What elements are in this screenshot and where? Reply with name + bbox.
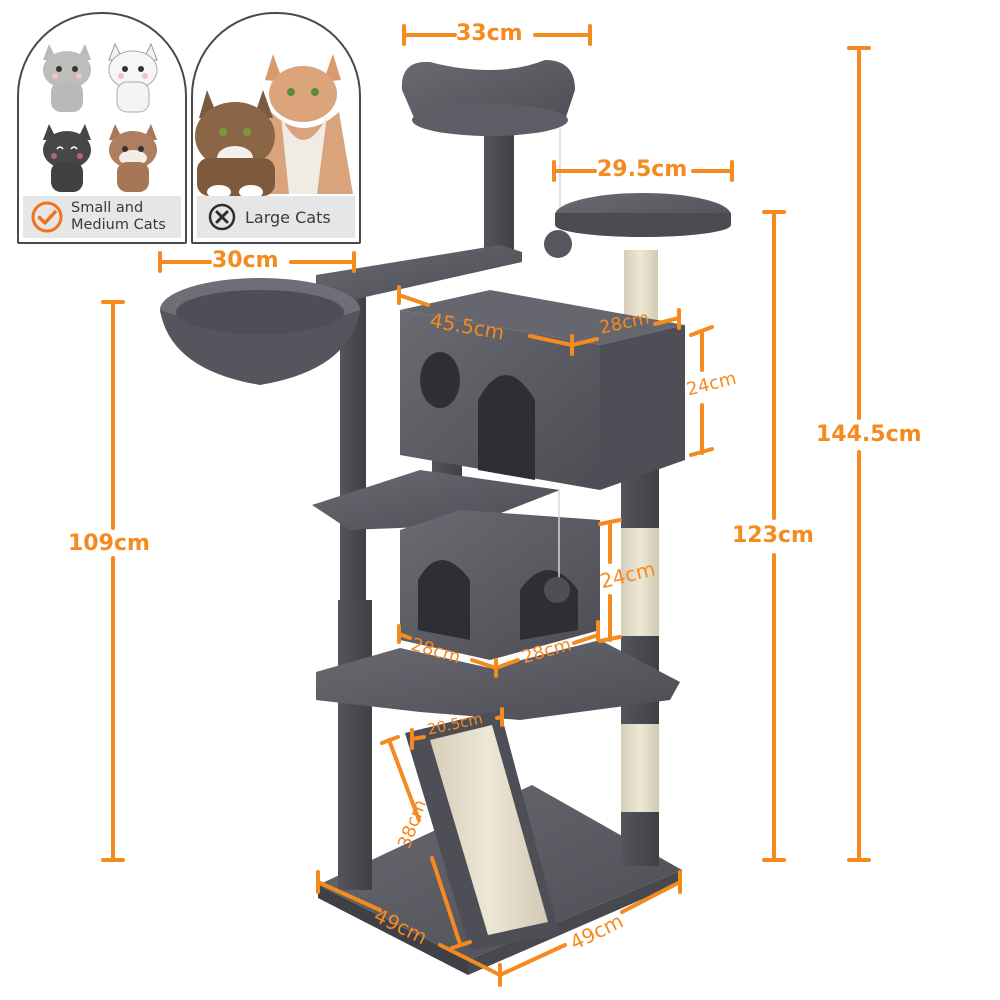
badge-footer: Small and Medium Cats	[23, 196, 181, 238]
round-platform-width-label: 29.5cm	[597, 157, 688, 182]
hanging-basket	[160, 278, 360, 385]
not-suitable-large-cats-badge: Large Cats	[191, 12, 361, 244]
large-cats-illustration	[195, 54, 353, 199]
badge-label-line1: Small and	[71, 200, 144, 216]
middle-platform	[312, 470, 560, 530]
upper-long-platform	[316, 245, 522, 300]
badge-label-line1: Large Cats	[245, 207, 331, 227]
top-perch	[401, 60, 575, 258]
lower-condo	[400, 490, 600, 660]
badge-label-line2: Medium Cats	[71, 217, 166, 233]
suitable-small-medium-cats-badge: Small and Medium Cats	[17, 12, 187, 244]
scratching-ramp	[405, 710, 560, 950]
badge-footer: Large Cats	[197, 196, 355, 238]
x-circle-icon	[208, 203, 236, 231]
top-perch-width-label: 33cm	[456, 21, 523, 46]
basket-height-label: 109cm	[68, 531, 150, 556]
total-height-label: 144.5cm	[816, 422, 922, 447]
round-platform-height-label: 123cm	[732, 523, 814, 548]
lower-platform	[316, 640, 680, 720]
upper-condo	[400, 290, 685, 490]
round-platform	[555, 193, 731, 237]
basket-width-label: 30cm	[212, 248, 279, 273]
small-medium-cats-illustration	[43, 42, 158, 192]
check-circle-icon	[31, 201, 63, 233]
